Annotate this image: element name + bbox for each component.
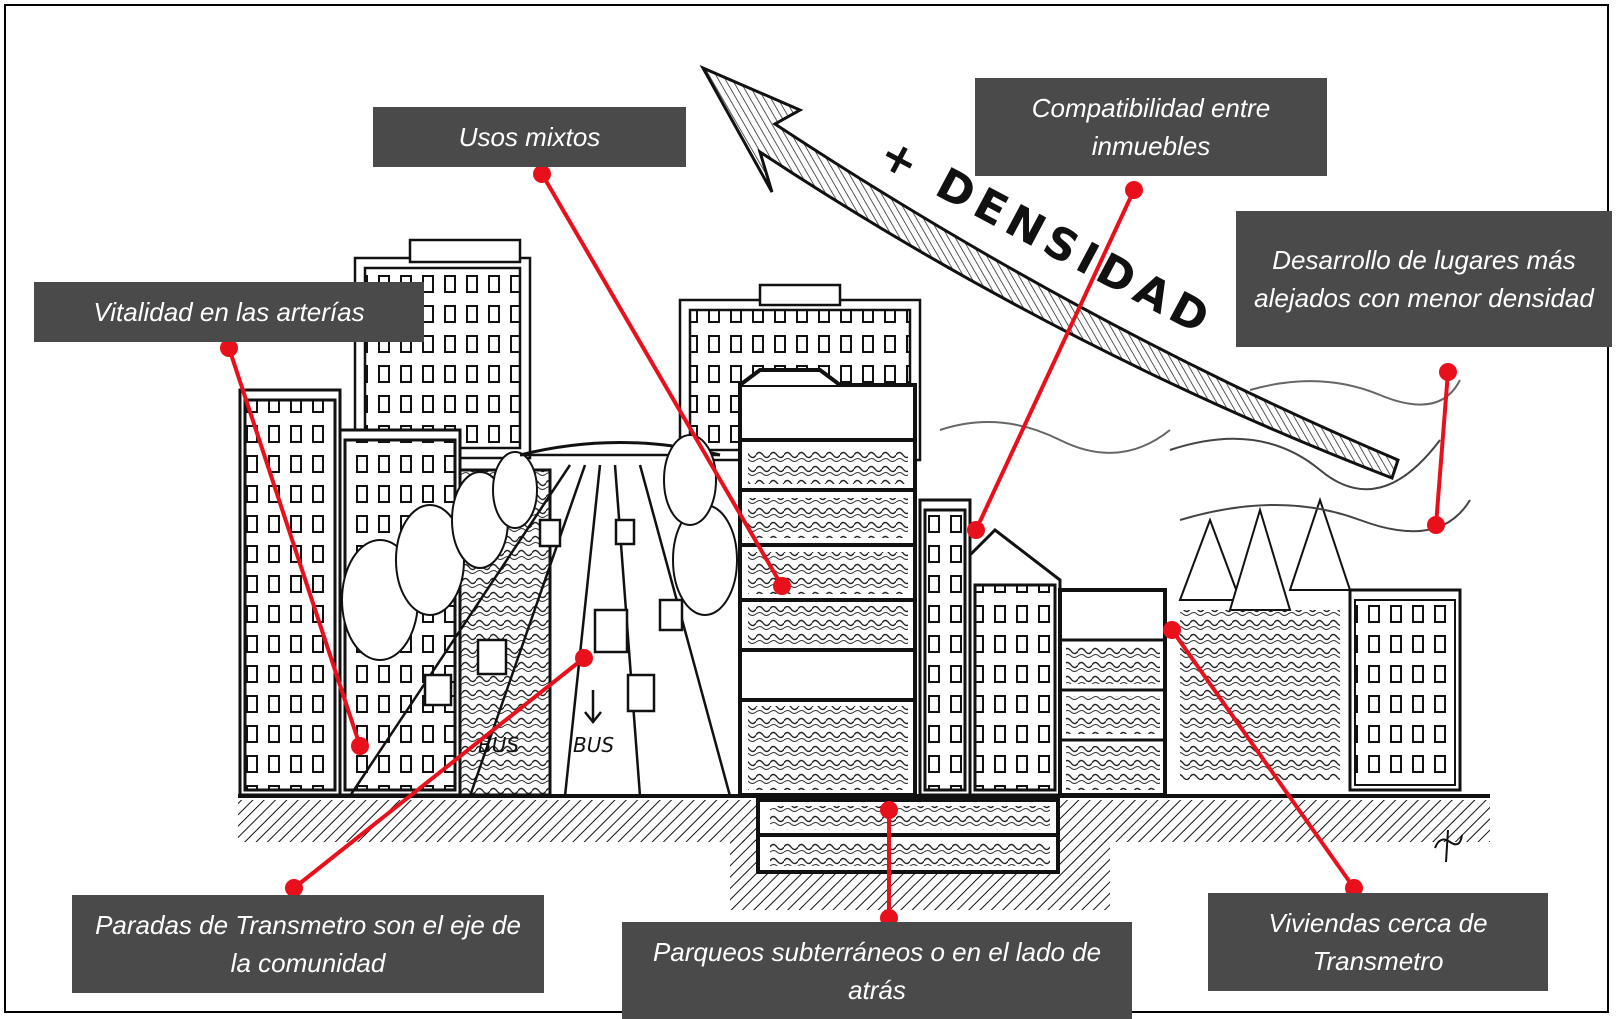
leader-dot [575, 649, 593, 667]
label-parqueos: Parqueos subterráneos o en el lado de at… [622, 922, 1132, 1019]
leader-dot [1427, 516, 1445, 534]
label-desarrollo: Desarrollo de lugares más alejados con m… [1236, 211, 1612, 347]
mixed-use-section [738, 368, 1060, 874]
leader-dot [1439, 363, 1457, 381]
label-usos-mixtos: Usos mixtos [373, 107, 686, 167]
leader-lines [220, 165, 1457, 927]
density-arrow [699, 64, 1400, 480]
low-density-area [939, 379, 1471, 792]
artist-signature [1434, 829, 1463, 863]
trees-center [663, 434, 738, 616]
leader-dot [967, 521, 985, 539]
leader-dot [773, 577, 791, 595]
leader-dot [880, 801, 898, 819]
avenue [348, 441, 732, 797]
label-paradas: Paradas de Transmetro son el eje de la c… [72, 895, 544, 993]
leader-dot [533, 165, 551, 183]
leader-dot [220, 339, 238, 357]
bus-lane-label-right: BUS [573, 733, 614, 757]
bus-direction-arrow [584, 690, 602, 725]
trees-left [341, 451, 538, 661]
leader-dot [1163, 621, 1181, 639]
leader-dot [285, 879, 303, 897]
right-buildings [918, 498, 1167, 797]
label-vitalidad: Vitalidad en las arterías [34, 282, 424, 342]
leader-dot [1125, 181, 1143, 199]
leader-dot [351, 737, 369, 755]
label-compatibilidad: Compatibilidad entre inmuebles [975, 78, 1327, 176]
label-viviendas: Viviendas cerca de Transmetro [1208, 893, 1548, 991]
